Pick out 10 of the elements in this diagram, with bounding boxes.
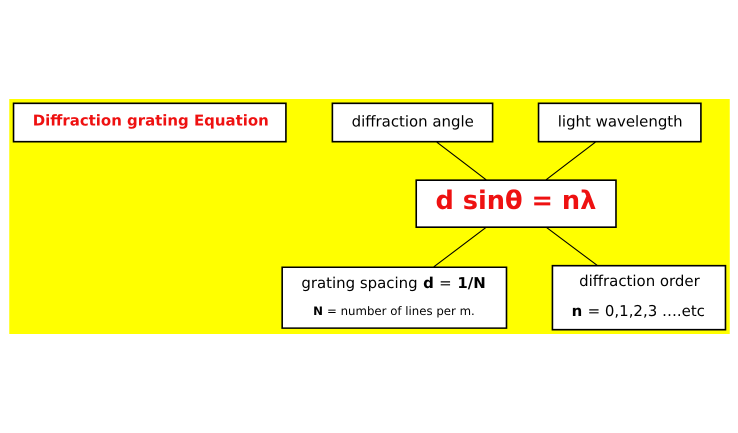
node-box: Diffraction grating Equation	[12, 102, 286, 143]
node-box: grating spacing d = 1/N N = number of lines per m.	[280, 266, 507, 329]
connector	[545, 226, 597, 266]
node-box: light wavelength	[537, 102, 702, 143]
node-box: diffraction order n = 0,1,2,3 ….etc	[551, 264, 726, 331]
connector	[432, 226, 486, 268]
node-box: d sinθ = nλ	[414, 179, 616, 228]
connector	[544, 141, 596, 181]
connector	[436, 141, 486, 181]
node-box: diffraction angle	[331, 102, 493, 143]
